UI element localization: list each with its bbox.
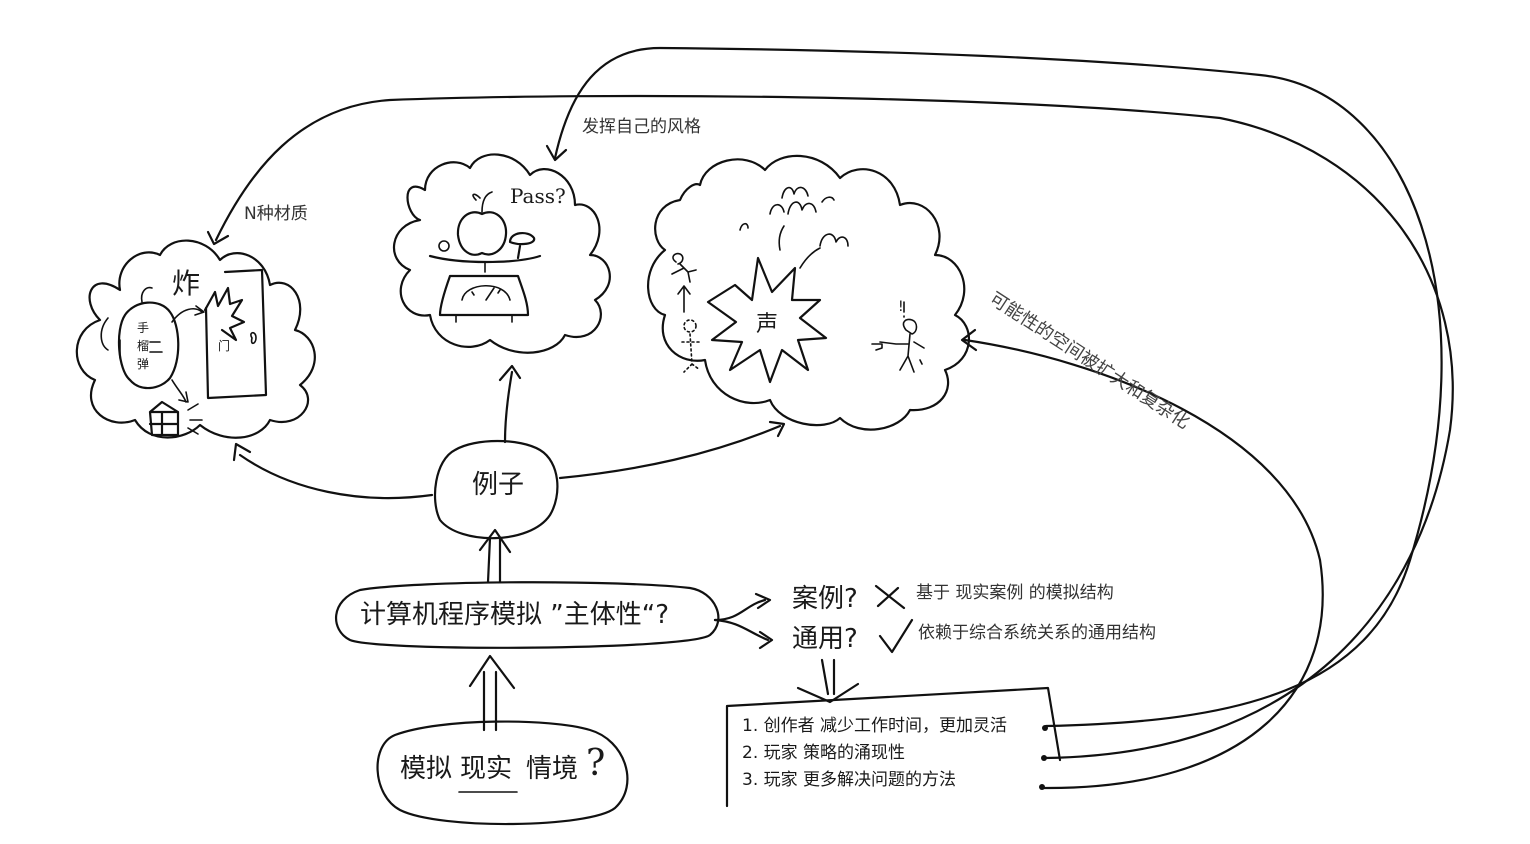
grenade-char-2: 榴 [137, 339, 150, 353]
reality-real-label: 现实 [460, 754, 513, 784]
general-label: 通用? [792, 624, 858, 654]
benefit-item-3: 3. 玩家 更多解决问题的方法 [742, 770, 957, 790]
explode-label: 炸 [172, 267, 201, 300]
scale-icon [438, 274, 530, 317]
sound-label: 声 [756, 312, 779, 337]
scale-plate [428, 254, 542, 264]
general-note: 依赖于综合系统关系的通用结构 [918, 623, 1156, 643]
reality-bubble [376, 720, 629, 826]
materials-cloud [75, 239, 316, 439]
reality-simulate-label: 模拟 [400, 754, 453, 784]
exclaim-label: ! [898, 299, 904, 315]
benefit-item-1: 1. 创作者 减少工作时间，更加灵活 [742, 716, 1008, 736]
question-label: 计算机程序模拟 ”主体性“? [360, 600, 670, 630]
explosion-icon [203, 286, 246, 342]
case-note: 基于 现实案例 的模拟结构 [916, 583, 1114, 603]
reality-question-mark: ? [586, 743, 606, 784]
grenade-char-1: 手 [137, 321, 150, 335]
pass-label: Pass? [510, 184, 566, 208]
cross-mark-icon [874, 584, 906, 610]
door-label: 门 [218, 339, 231, 353]
mushroom-icon [508, 232, 536, 260]
question-bubble [335, 581, 720, 649]
style-annotation: 发挥自己的风格 [582, 117, 701, 137]
apple-icon [456, 211, 508, 256]
examples-label: 例子 [472, 470, 525, 500]
running-person-icon [671, 252, 697, 283]
grenade-char-3: 弹 [137, 357, 150, 371]
bird-icon [781, 186, 809, 199]
possibility-cloud [647, 154, 970, 431]
examples-bubble [433, 439, 559, 540]
benefits-box [725, 686, 1062, 808]
materials-annotation: N种材质 [244, 204, 308, 224]
grenade-icon [117, 301, 180, 390]
hut-icon [148, 400, 180, 437]
style-cloud [392, 153, 611, 354]
link-dot [1042, 725, 1048, 731]
sound-burst-icon [706, 256, 828, 384]
case-label: 案例? [792, 584, 858, 614]
link-dot [1041, 755, 1047, 761]
door-icon [204, 268, 268, 400]
link-dot [1039, 784, 1045, 790]
reality-situation-label: 情境 [526, 754, 579, 784]
gunman-icon [871, 318, 925, 373]
check-mark-icon [878, 618, 914, 654]
benefit-item-2: 2. 玩家 策略的涌现性 [742, 743, 906, 763]
